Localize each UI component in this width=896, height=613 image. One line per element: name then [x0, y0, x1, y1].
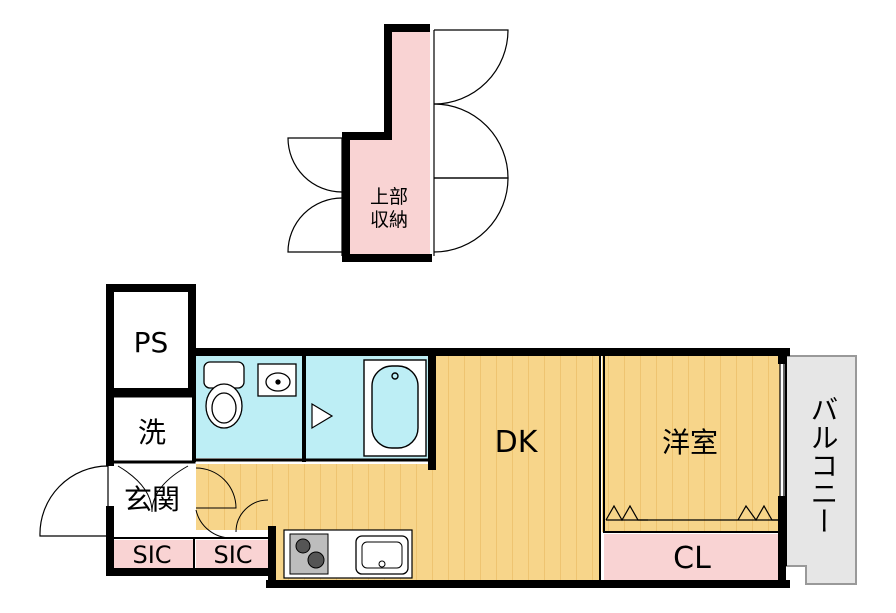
balcony-label: バルコニー	[807, 395, 840, 535]
closet-doors	[605, 504, 778, 522]
upper-storage-floor	[346, 30, 430, 256]
wash-label: 洗	[138, 416, 166, 449]
upper-storage-doors-left	[287, 137, 343, 256]
sic-left-floor	[112, 540, 194, 570]
entrance-door	[39, 465, 109, 537]
balcony: バルコニー	[785, 355, 857, 585]
upper-storage-doors-right	[433, 29, 509, 256]
upper-storage-wall	[342, 24, 432, 262]
dk-floor	[196, 356, 600, 582]
bathtub-icon	[363, 359, 427, 457]
balcony-window	[779, 360, 785, 500]
ps-label: PS	[134, 326, 169, 359]
upper-storage-label-2: 収納	[370, 209, 408, 231]
western-room-floor	[602, 356, 780, 532]
wash-basin-icon	[257, 363, 297, 397]
closet-floor	[604, 534, 780, 582]
kitchen-counter	[283, 529, 413, 579]
upper-storage: 上部 収納	[287, 24, 509, 262]
stove-icon	[289, 533, 329, 575]
entrance-inner-doors	[117, 465, 269, 539]
sic-right-label: SIC	[213, 541, 252, 569]
sic-left-label: SIC	[132, 541, 171, 569]
walls	[106, 284, 790, 588]
bath-door	[311, 402, 334, 430]
upper-storage-label-1: 上部	[370, 186, 408, 208]
western-room-label: 洋室	[662, 426, 718, 459]
sic-right-floor	[196, 540, 272, 570]
entrance-floor	[112, 462, 194, 538]
entrance-label: 玄関	[124, 483, 180, 516]
toilet-icon	[203, 361, 245, 429]
dk-label: DK	[495, 425, 539, 460]
kitchen-sink-icon	[355, 535, 409, 575]
closet-label: CL	[673, 541, 711, 576]
